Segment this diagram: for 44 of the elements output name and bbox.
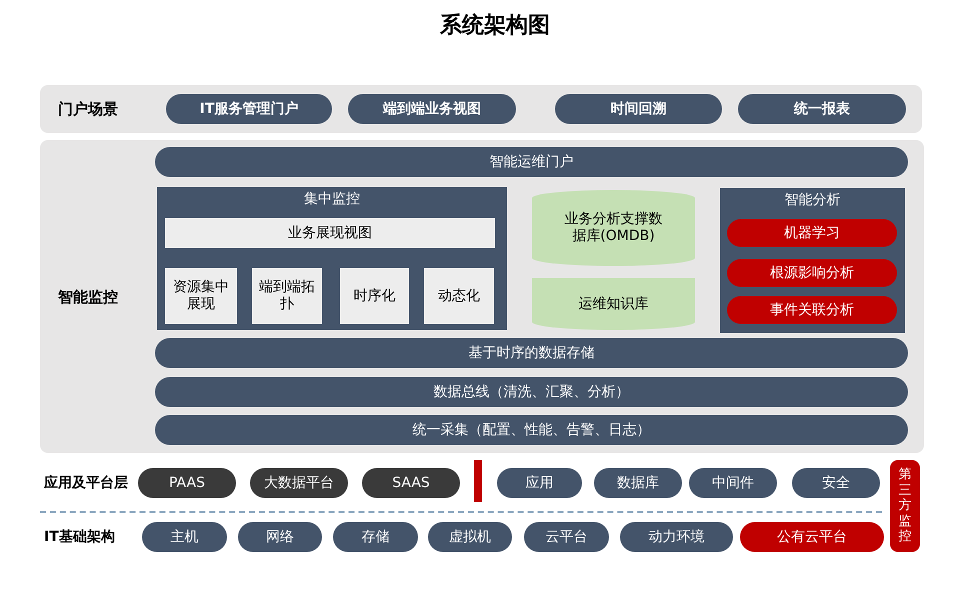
module-pill: 云平台 [524, 522, 609, 552]
row-label: IT基础架构 [44, 528, 115, 546]
module-pill: 动力环境 [620, 522, 733, 552]
side-bar-box: 第三方监控 [890, 460, 920, 552]
module-pill: 存储 [333, 522, 418, 552]
platform-pill: SAAS [362, 468, 460, 498]
module-pill: 端到端业务视图 [348, 94, 516, 124]
module-pill: IT服务管理门户 [166, 94, 332, 124]
module-pill: 数据库 [594, 468, 682, 498]
module-pill: 中间件 [689, 468, 777, 498]
module-pill: 事件关联分析 [727, 296, 897, 324]
platform-pill: PAAS [138, 468, 236, 498]
module-pill: 时间回溯 [555, 94, 722, 124]
function-box: 业务展现视图 [165, 218, 495, 248]
module-pill: 数据总线（清洗、汇聚、分析） [155, 377, 908, 407]
group-title: 门户场景 [58, 100, 118, 118]
row-label: 应用及平台层 [44, 474, 128, 492]
module-pill: 统一报表 [738, 94, 906, 124]
layer-panel [40, 140, 924, 453]
database-cylinder: 运维知识库 [532, 278, 695, 330]
module-pill: 统一采集（配置、性能、告警、日志） [155, 415, 908, 445]
module-pill: 主机 [142, 522, 227, 552]
function-box: 时序化 [340, 268, 409, 324]
layer-panel [40, 85, 922, 133]
function-box: 端到端拓扑 [252, 268, 322, 324]
module-pill: 智能运维门户 [155, 147, 908, 177]
module-pill: 基于时序的数据存储 [155, 338, 908, 368]
module-pill: 机器学习 [727, 219, 897, 247]
module-group [720, 188, 905, 333]
module-pill: 网络 [238, 522, 322, 552]
diagram-title: 系统架构图 [438, 12, 551, 40]
module-pill: 安全 [792, 468, 880, 498]
database-cylinder: 业务分析支撑数据库(OMDB) [532, 190, 695, 266]
module-pill: 公有云平台 [740, 522, 884, 552]
group-title: 智能监控 [58, 288, 118, 306]
function-box: 资源集中展现 [165, 268, 237, 324]
platform-pill: 大数据平台 [250, 468, 348, 498]
group-title: 集中监控 [303, 191, 361, 208]
group-title: 智能分析 [784, 192, 842, 209]
module-pill: 应用 [497, 468, 582, 498]
module-pill: 根源影响分析 [727, 259, 897, 287]
function-box: 动态化 [424, 268, 494, 324]
module-pill: 虚拟机 [428, 522, 512, 552]
module-group [157, 187, 507, 330]
